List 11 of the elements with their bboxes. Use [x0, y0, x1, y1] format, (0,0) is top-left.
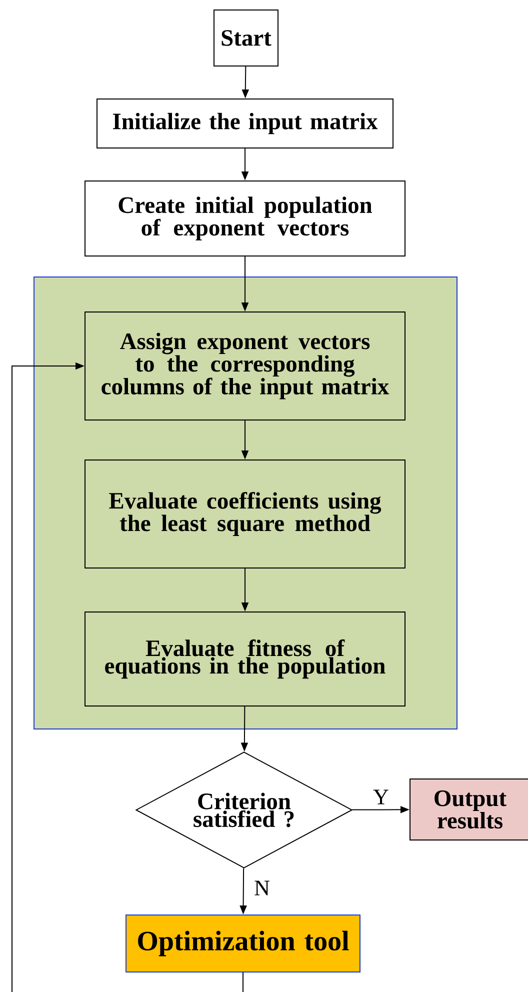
process-box: Evaluate fitness of equations in the population — [84, 612, 406, 706]
tool-box: Optimization tool — [126, 914, 360, 972]
process-box: Evaluate coefficients using the least square method — [84, 460, 406, 568]
output-box: Output results — [410, 778, 528, 840]
edge-label: Y — [372, 788, 390, 806]
arrow — [12, 362, 244, 992]
process-box: Create initial population of exponent vectors — [84, 180, 406, 256]
process-box: Assign exponent vectors to the corresponding columns of the input matrix — [84, 312, 406, 420]
process-box: Initialize the input matrix — [96, 98, 394, 148]
start-box: Start — [214, 9, 278, 66]
edge-label: N — [253, 880, 271, 896]
